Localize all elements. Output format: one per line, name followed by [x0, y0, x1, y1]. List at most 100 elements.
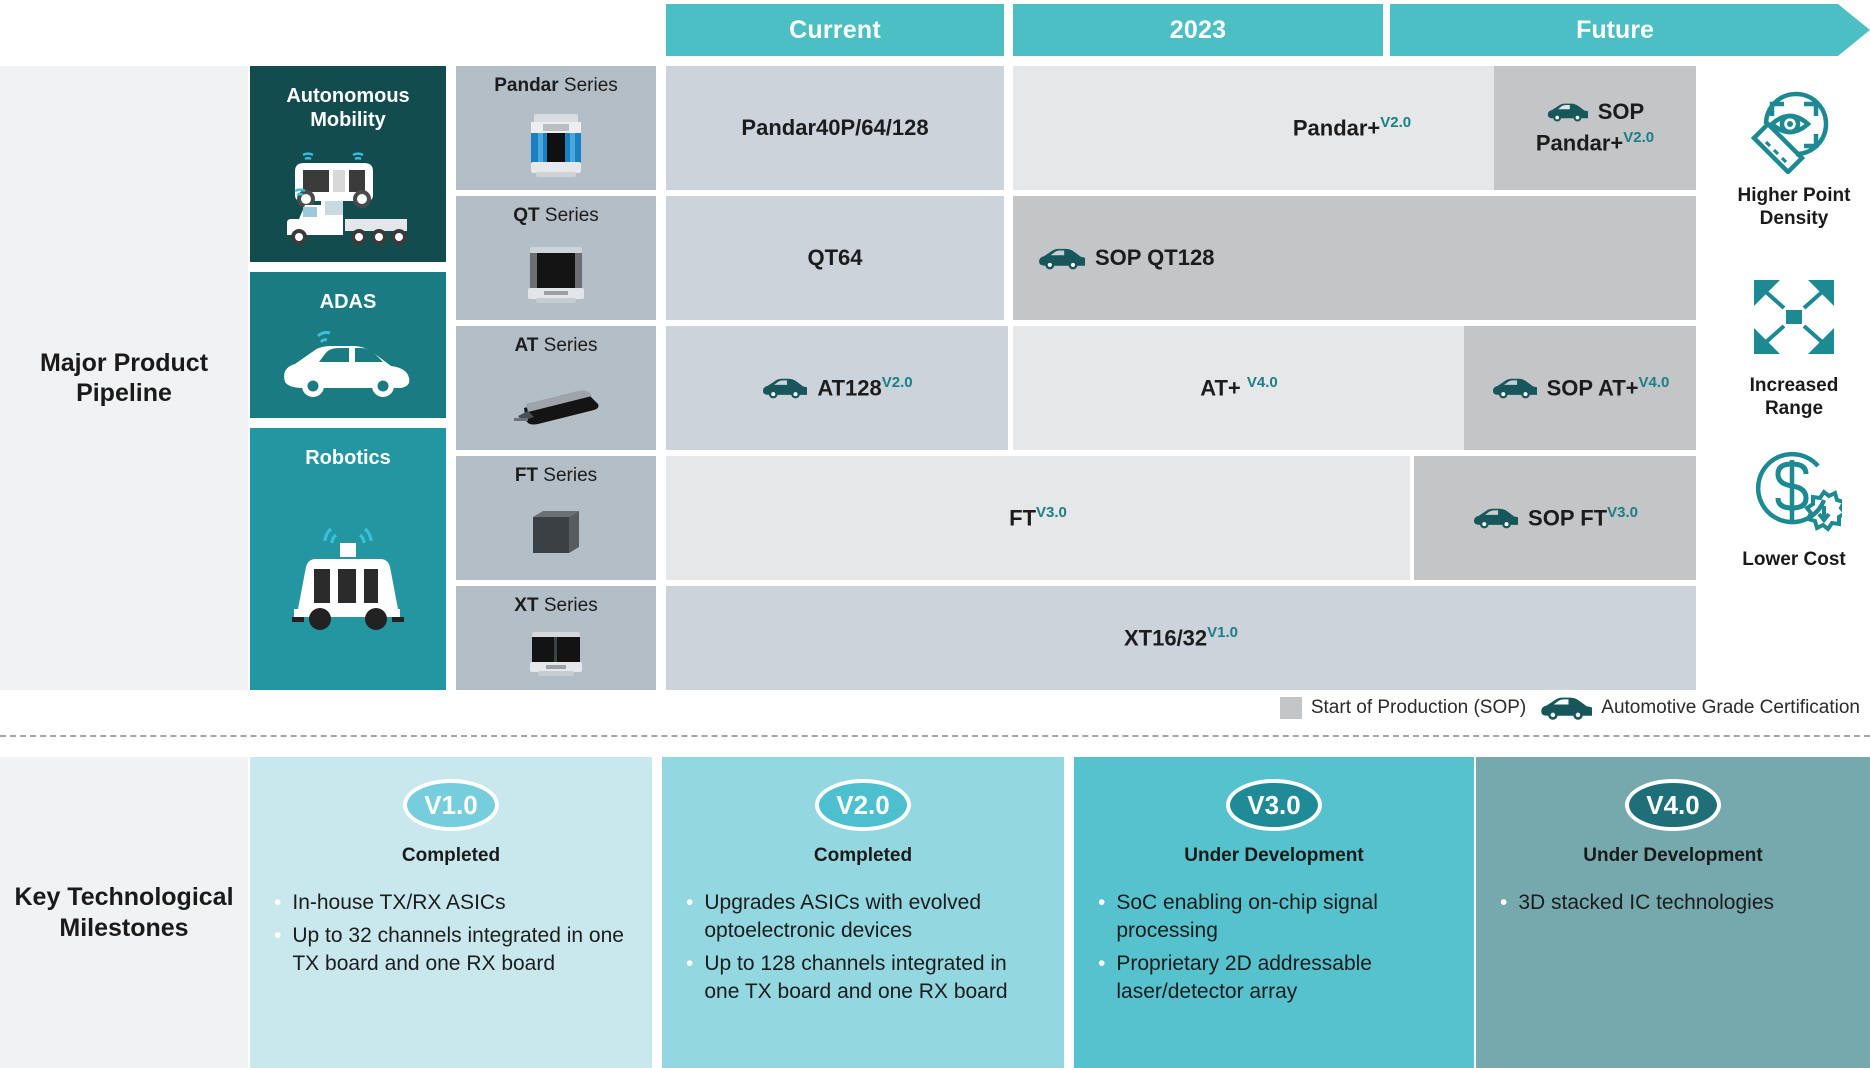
series-cell-at[interactable]: AT Series: [456, 326, 656, 450]
bar-at-sop[interactable]: SOP AT+V4.0: [1464, 326, 1696, 450]
series-label: FT Series: [514, 465, 598, 486]
bar-label: SOP FTV3.0: [1472, 504, 1638, 531]
bar-label: QT64: [807, 245, 863, 270]
four-arrows-expand-icon: [1746, 272, 1842, 369]
list-item: • Up to 128 channels integrated in one T…: [686, 950, 1038, 1006]
bar-at-current[interactable]: AT128V2.0: [666, 326, 1008, 450]
series-label: XT Series: [514, 595, 598, 616]
series-cell-pandar[interactable]: Pandar Series: [456, 66, 656, 190]
bar-label: SOP Pandar+V2.0: [1535, 99, 1655, 156]
list-item: • SoC enabling on-chip signal processing: [1098, 889, 1448, 945]
benefit-label: Higher Point Density: [1737, 185, 1851, 229]
milestone-list: • In-house TX/RX ASICs • Up to 32 channe…: [250, 889, 652, 983]
version-badge: V2.0: [815, 779, 911, 831]
category-label: Autonomous Mobility: [286, 85, 410, 132]
milestone-status: Under Development: [1184, 845, 1364, 866]
list-item: • In-house TX/RX ASICs: [274, 889, 626, 917]
bullet-icon: •: [686, 891, 694, 914]
shuttle-truck-icon: [250, 133, 446, 262]
key-technological-milestones-title: Key Technological Milestones: [0, 757, 248, 1068]
header-2023: 2023: [1013, 4, 1383, 56]
header-current: Current: [666, 4, 1004, 56]
pandar-lidar-icon: [456, 97, 656, 190]
version-badge: V4.0: [1625, 779, 1721, 831]
car-certification-icon: [1547, 103, 1588, 122]
category-adas[interactable]: ADAS: [250, 272, 446, 418]
legend-label: Start of Production (SOP): [1310, 697, 1527, 718]
benefit-lower-cost: Lower Cost: [1727, 444, 1861, 572]
bar-label: Pandar40P/64/128: [741, 115, 929, 140]
car-certification-icon: [1039, 248, 1085, 269]
eye-scan-ruler-icon: [1746, 78, 1842, 179]
at-lidar-icon: [456, 357, 656, 450]
section-divider: [0, 735, 1870, 737]
list-item: • 3D stacked IC technologies: [1500, 889, 1844, 917]
bar-label: Pandar+V2.0: [1292, 114, 1412, 141]
series-label: Pandar Series: [494, 75, 618, 96]
legend: Start of Production (SOP) Automotive Gra…: [1279, 695, 1860, 721]
category-label: Robotics: [305, 447, 391, 469]
milestone-list: • SoC enabling on-chip signal processing…: [1074, 889, 1474, 1012]
car-certification-icon: [763, 378, 808, 399]
header-future: Future: [1390, 4, 1870, 56]
major-product-pipeline-title: Major Product Pipeline: [0, 66, 248, 690]
series-label: QT Series: [513, 205, 599, 226]
bullet-icon: •: [1500, 891, 1508, 914]
version-badge: V3.0: [1226, 779, 1322, 831]
timeline-header: Current 2023 Future: [0, 0, 1870, 58]
bullet-icon: •: [274, 924, 282, 948]
bar-label: SOP QT128: [1037, 245, 1214, 271]
dollar-gear-down-icon: [1746, 444, 1848, 543]
bullet-icon: •: [686, 952, 694, 976]
benefit-label: Increased Range: [1749, 375, 1839, 419]
bar-ft-main[interactable]: FTV3.0: [666, 456, 1410, 580]
list-item: • Upgrades ASICs with evolved optoelectr…: [686, 889, 1038, 945]
series-label: AT Series: [514, 335, 598, 356]
bullet-icon: •: [1098, 891, 1106, 914]
bar-ft-sop[interactable]: SOP FTV3.0: [1414, 456, 1696, 580]
category-robotics[interactable]: Robotics: [250, 428, 446, 690]
milestone-card-v4[interactable]: V4.0 Under Development • 3D stacked IC t…: [1476, 757, 1870, 1068]
milestone-card-v3[interactable]: V3.0 Under Development • SoC enabling on…: [1074, 757, 1474, 1068]
milestone-status: Under Development: [1583, 845, 1763, 866]
benefit-label: Lower Cost: [1742, 549, 1846, 570]
series-cell-ft[interactable]: FT Series: [456, 456, 656, 580]
bar-label: FTV3.0: [1009, 504, 1067, 531]
bar-at-2023[interactable]: AT+ V4.0: [1013, 326, 1465, 450]
milestone-list: • 3D stacked IC technologies: [1476, 889, 1870, 922]
version-badge: V1.0: [403, 779, 499, 831]
series-cell-qt[interactable]: QT Series: [456, 196, 656, 320]
milestone-status: Completed: [813, 845, 913, 866]
qt-lidar-icon: [456, 227, 656, 320]
bar-qt-current[interactable]: QT64: [666, 196, 1004, 320]
bar-qt-sop[interactable]: SOP QT128: [1013, 196, 1696, 320]
bar-pandar-sop[interactable]: SOP Pandar+V2.0: [1494, 66, 1696, 190]
bar-pandar-current[interactable]: Pandar40P/64/128: [666, 66, 1004, 190]
list-item: • Proprietary 2D addressable laser/detec…: [1098, 950, 1448, 1006]
ft-lidar-icon: [456, 487, 656, 580]
bar-label: AT+ V4.0: [1200, 374, 1278, 401]
milestone-card-v1[interactable]: V1.0 Completed • In-house TX/RX ASICs • …: [250, 757, 652, 1068]
milestone-list: • Upgrades ASICs with evolved optoelectr…: [662, 889, 1064, 1012]
category-autonomous-mobility[interactable]: Autonomous Mobility: [250, 66, 446, 262]
legend-item-sop: Start of Production (SOP): [1279, 697, 1527, 719]
car-icon: [250, 314, 446, 418]
benefit-higher-point-density: Higher Point Density: [1727, 78, 1861, 231]
car-certification-icon: [1541, 697, 1593, 720]
header-future-wrap: Future: [1390, 4, 1870, 56]
bullet-icon: •: [274, 891, 282, 914]
series-cell-xt[interactable]: XT Series: [456, 586, 656, 690]
car-certification-icon: [1492, 378, 1537, 399]
milestone-card-v2[interactable]: V2.0 Completed • Upgrades ASICs with evo…: [662, 757, 1064, 1068]
car-certification-icon: [1474, 508, 1519, 529]
xt-lidar-icon: [456, 617, 656, 690]
bar-label: AT128V2.0: [761, 374, 913, 401]
legend-label: Automotive Grade Certification: [1601, 697, 1860, 718]
delivery-robot-icon: [250, 470, 446, 690]
bar-label: SOP AT+V4.0: [1491, 374, 1669, 401]
legend-item-automotive: Automotive Grade Certification: [1538, 695, 1860, 721]
bullet-icon: •: [1098, 952, 1106, 976]
bar-xt-main[interactable]: XT16/32V1.0: [666, 586, 1696, 690]
list-item: • Up to 32 channels integrated in one TX…: [274, 922, 626, 978]
bar-label: XT16/32V1.0: [1123, 624, 1239, 651]
